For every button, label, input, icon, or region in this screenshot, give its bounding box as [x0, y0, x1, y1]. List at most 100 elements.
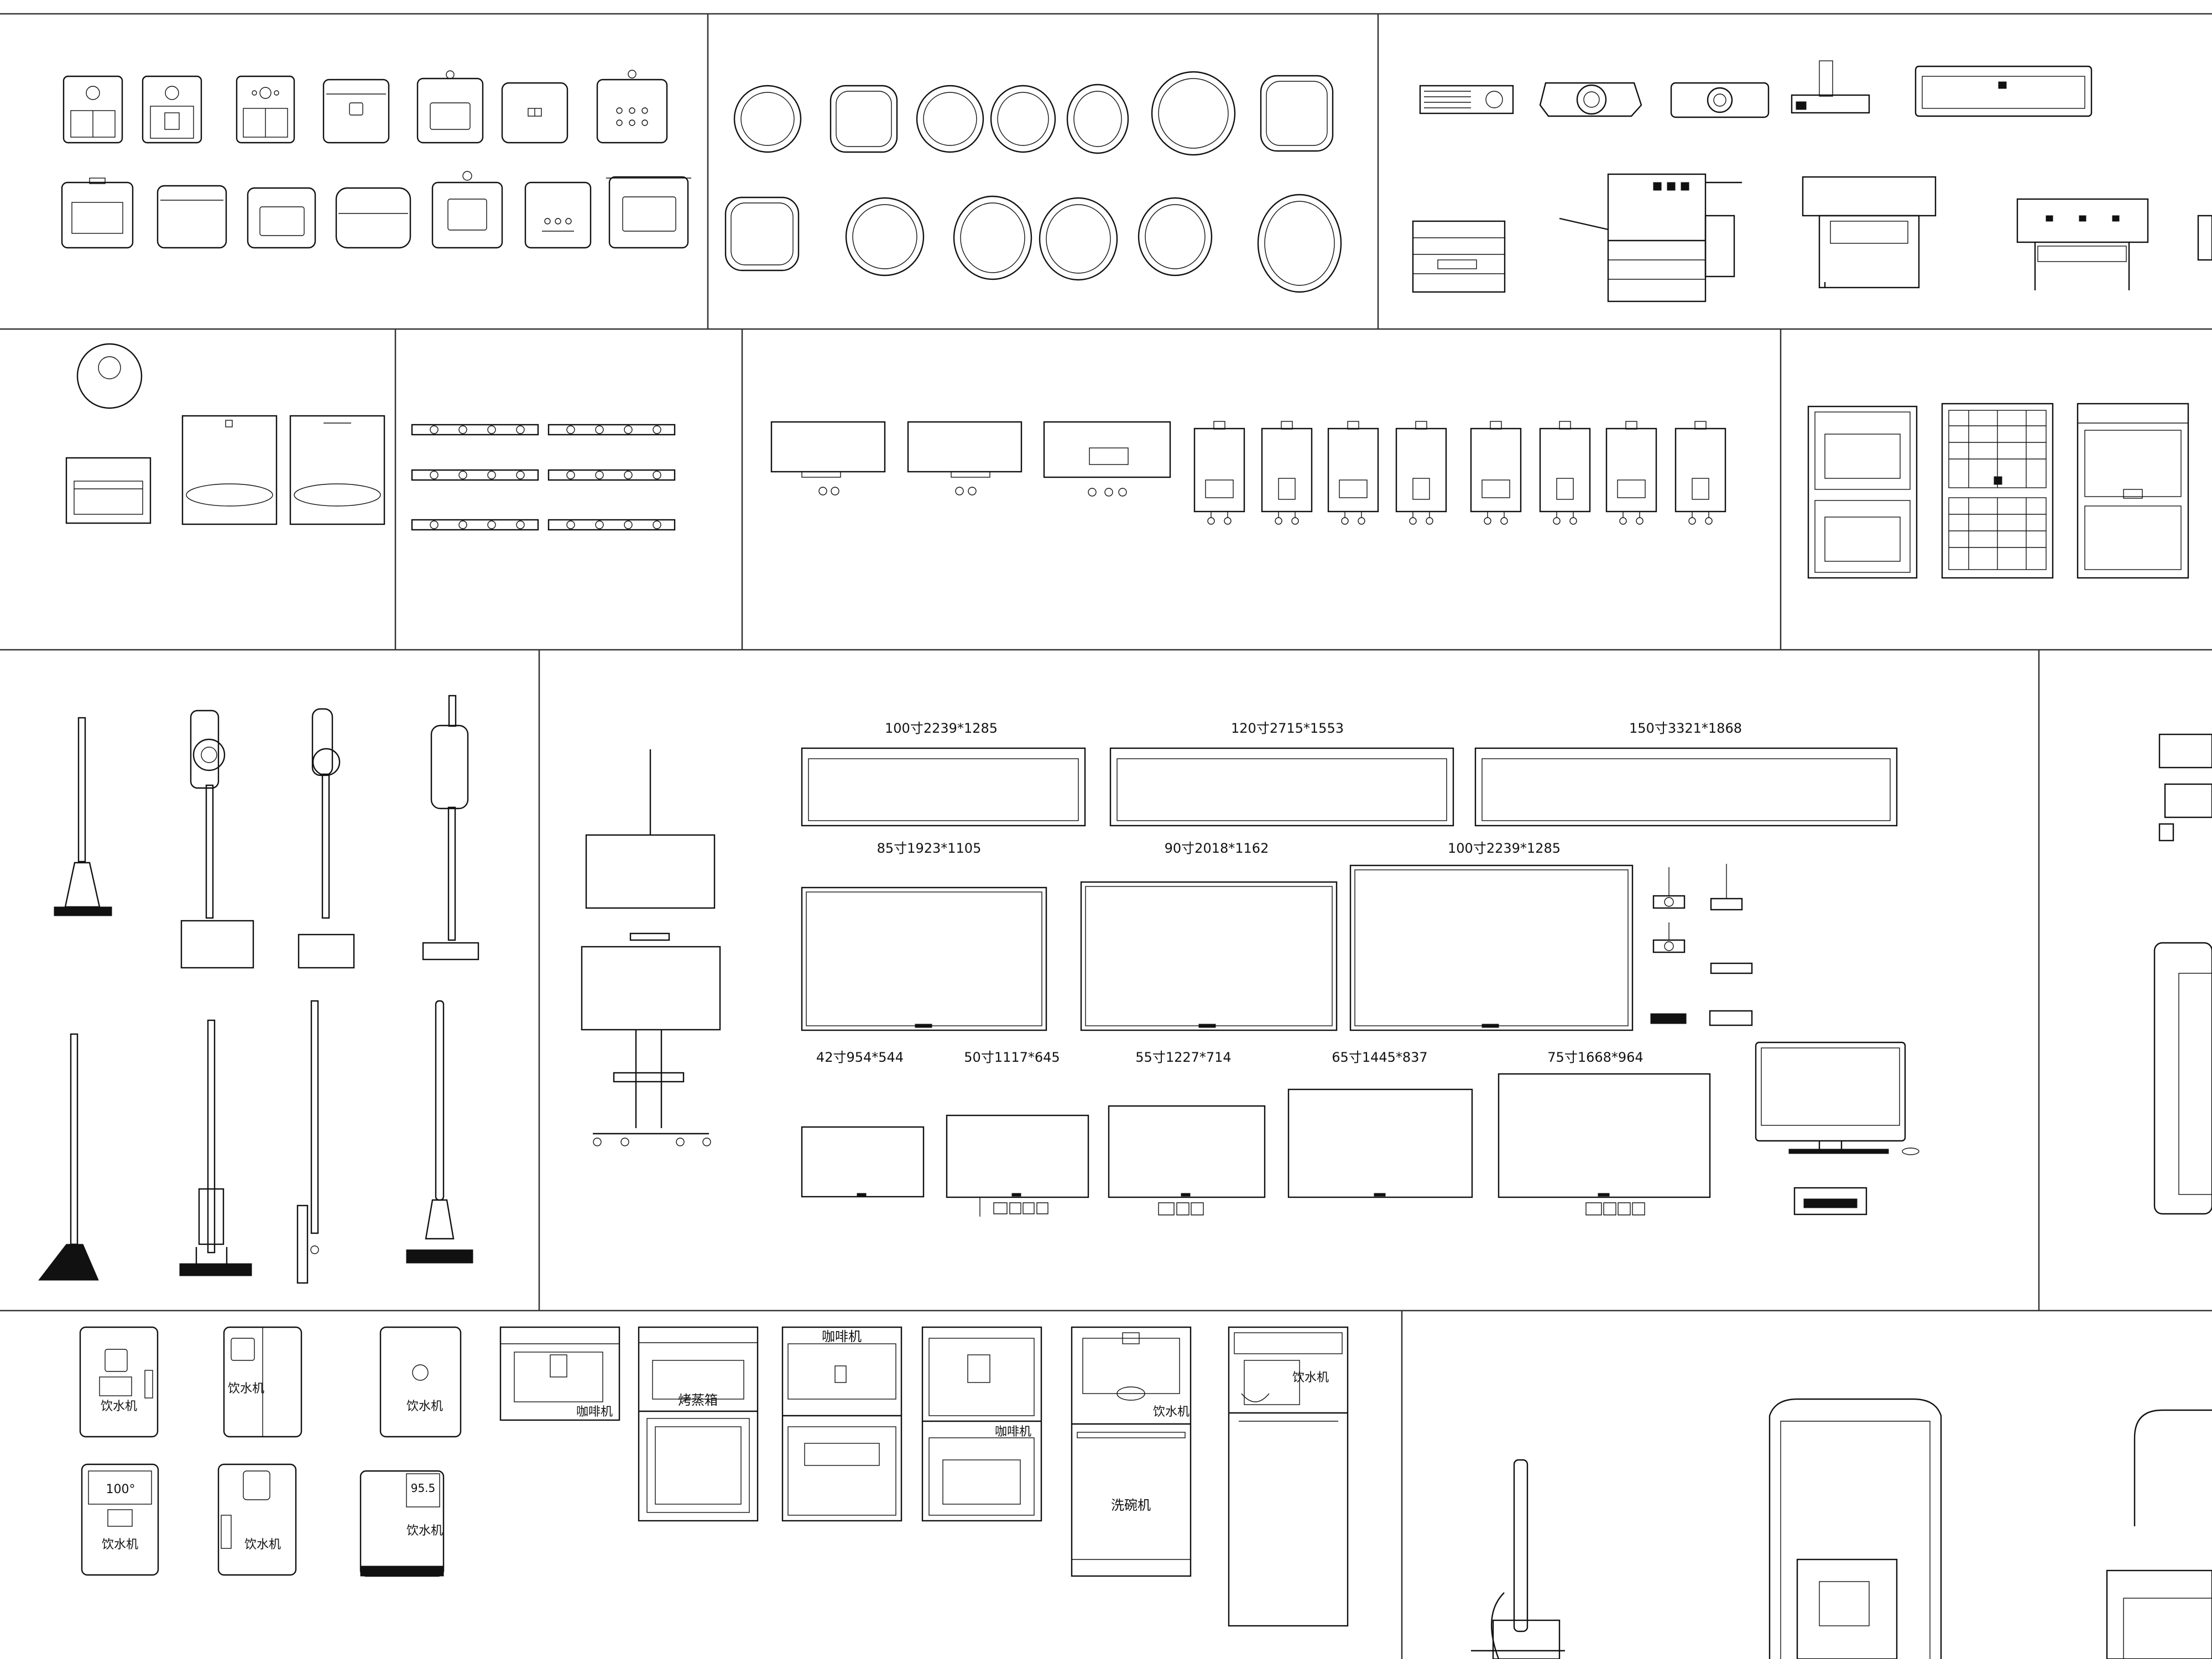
switch-strip-icon [547, 469, 676, 481]
water-dispenser-icon: 95.5 饮水机 [359, 1470, 445, 1577]
round-device-panel [724, 71, 1342, 293]
water-dispenser-label: 饮水机 [1292, 1371, 1329, 1385]
ceiling-device-icon [1260, 75, 1334, 152]
water-heater-icon [1193, 421, 1245, 525]
dishwasher-icon: 饮水机 洗碗机 [1071, 1326, 1192, 1577]
office-equipment-panel [1412, 60, 2212, 302]
ceiling-device-icon [1066, 84, 1129, 154]
wet-dry-vacuum-icon [1471, 1459, 1565, 1659]
computer-monitor-icon [1755, 1041, 1919, 1215]
tv-icon [585, 749, 716, 909]
coffee-machine-label: 咖啡机 [576, 1405, 613, 1419]
rice-cooker-icon [156, 185, 227, 249]
broom-icon [38, 1033, 99, 1281]
water-dispenser-label: 饮水机 [406, 1524, 443, 1538]
kitchen-appliance-panel [61, 70, 691, 249]
water-heater-icon [1605, 421, 1657, 525]
rice-cooker-icon [335, 187, 411, 249]
ceiling-device-icon [990, 85, 1056, 153]
robot-vacuum-icon [289, 415, 385, 525]
projection-screen-icon [1109, 747, 1454, 827]
tv-icon [801, 1126, 925, 1198]
air-fryer-icon [142, 75, 202, 144]
rice-cooker-icon [524, 181, 592, 249]
coffee-machine-icon: 咖啡机 [499, 1326, 620, 1421]
switch-strip-icon [411, 424, 539, 436]
rice-cooker-icon [322, 79, 390, 144]
coffee-machine-label: 咖啡机 [822, 1329, 862, 1344]
steam-oven-label: 烤蒸箱 [678, 1392, 718, 1408]
screen-size-label: 120寸2715*1553 [1231, 721, 1344, 736]
projector-icon [1670, 82, 1770, 118]
switch-strip-icon [411, 519, 539, 531]
water-heater-icon [1674, 421, 1726, 525]
tv-icon [1080, 881, 1338, 1031]
ceiling-device-icon [953, 195, 1032, 280]
stick-vacuum-panel [38, 695, 479, 1284]
wet-dry-vacuum-panel [1471, 1398, 2212, 1659]
ceiling-device-icon [1039, 197, 1118, 281]
water-dispenser-icon: 饮水机 [217, 1463, 297, 1576]
mop-icon [296, 1000, 319, 1284]
mop-icon [54, 717, 112, 916]
rice-cooker-icon [61, 178, 134, 249]
copier-icon [1559, 173, 1742, 302]
built-in-oven-icon [1807, 405, 1918, 579]
rice-cooker-icon [247, 187, 316, 249]
projector-icon [1419, 85, 1514, 114]
screen-size-label: 150寸3321*1868 [1629, 721, 1742, 736]
air-fryer-icon [236, 75, 295, 144]
tv-panel: 100寸2239*1285 120寸2715*1553 150寸3321*186… [581, 721, 2212, 1217]
water-dispenser-panel: 饮水机 饮水机 饮水机 100° 饮水机 饮水机 [79, 1326, 1349, 1627]
projection-screen-icon [801, 747, 1086, 827]
range-hood-panel [770, 421, 1171, 497]
coffee-machine-icon: 咖啡机 [781, 1326, 902, 1522]
water-dispenser-label: 饮水机 [102, 1538, 138, 1552]
water-dispenser-icon: 饮水机 [223, 1326, 302, 1438]
pressure-cooker-icon [596, 70, 668, 144]
water-dispenser-label: 饮水机 [406, 1400, 443, 1413]
stereo-icon [1412, 220, 1506, 293]
pressure-cooker-icon [431, 171, 503, 249]
range-hood-icon [907, 421, 1022, 495]
stick-vacuum-icon [298, 708, 355, 969]
water-heater-group [1193, 421, 1726, 525]
stick-vacuum-icon [180, 709, 254, 969]
projector-icon [1650, 864, 1753, 1026]
projector-icon [1539, 82, 1642, 117]
tv-icon [946, 1114, 1089, 1217]
tv-icon [1287, 1088, 1473, 1198]
plotter-icon [2016, 198, 2149, 290]
robot-vacuum-icon [65, 343, 152, 524]
plotter-icon [1802, 176, 1937, 289]
pressure-cooker-icon [416, 70, 484, 144]
water-dispenser-icon: 饮水机 [79, 1326, 159, 1438]
coffee-machine-label: 饮水机 [1153, 1405, 1190, 1419]
switch-strip-icon [547, 519, 676, 531]
air-purifier-icon [2153, 733, 2212, 1215]
built-in-oven-icon [2077, 403, 2189, 579]
water-heater-icon [1395, 421, 1447, 525]
projection-screen-icon [1474, 747, 1898, 827]
screen-size-label: 100寸2239*1285 [1448, 841, 1561, 856]
ceiling-device-icon [845, 197, 925, 276]
wet-dry-vacuum-icon [1768, 1398, 1942, 1659]
ceiling-device-icon [1257, 194, 1342, 293]
steam-oven-icon: 烤蒸箱 [638, 1326, 759, 1522]
tv-stand-icon [581, 932, 721, 1146]
printer-icon [1914, 65, 2093, 117]
switch-strip-icon [411, 469, 539, 481]
switch-strip-panel [411, 424, 676, 531]
air-fryer-icon [62, 75, 123, 144]
projector-icon [1791, 60, 1870, 114]
robot-vacuum-panel [65, 343, 385, 525]
stick-vacuum-icon [406, 1000, 473, 1264]
pressure-cooker-icon [606, 176, 691, 249]
tv-icon [1349, 864, 1634, 1031]
rice-cooker-icon [501, 82, 568, 144]
dispenser-temperature: 100° [106, 1483, 135, 1496]
panel-grid [0, 13, 2212, 1659]
screen-size-label: 75寸1668*964 [1547, 1050, 1643, 1065]
mop-icon [179, 1019, 252, 1276]
water-dispenser-icon: 饮水机 [1228, 1326, 1349, 1627]
